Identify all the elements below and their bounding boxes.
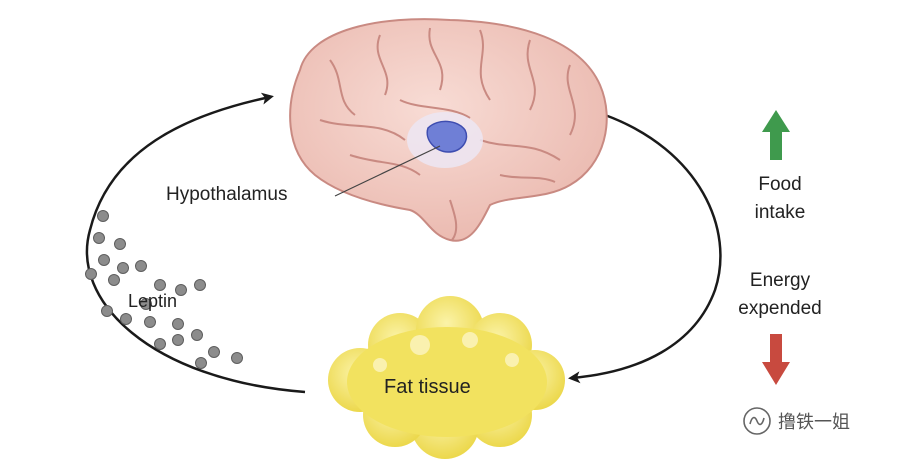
leptin-dot — [135, 260, 147, 272]
leptin-dot — [140, 298, 152, 310]
food-intake-line-2: intake — [754, 202, 806, 223]
leptin-dot — [85, 268, 97, 280]
food-intake-up-arrow — [762, 110, 790, 160]
fat-tissue-label: Fat tissue — [384, 376, 471, 398]
fat-tissue-illustration — [328, 296, 565, 459]
leptin-dot — [114, 238, 126, 250]
leptin-dot — [120, 313, 132, 325]
food-intake-label: Food intake — [730, 174, 830, 224]
leptin-dot — [101, 305, 113, 317]
leptin-dot — [97, 210, 109, 222]
leptin-dot — [93, 232, 105, 244]
energy-expended-line-2: expended — [738, 298, 822, 319]
wechat-channel-icon — [743, 407, 771, 435]
watermark-text: 撸铁一姐 — [778, 412, 850, 433]
leptin-dot — [231, 352, 243, 364]
energy-expended-line-1: Energy — [749, 270, 811, 291]
leptin-dot — [154, 338, 166, 350]
leptin-dot — [117, 262, 129, 274]
hypothalamus-label: Hypothalamus — [166, 184, 288, 205]
leptin-label: Leptin — [128, 291, 178, 311]
leptin-dot — [194, 279, 206, 291]
food-intake-line-1: Food — [758, 174, 802, 195]
leptin-dot — [172, 318, 184, 330]
leptin-dot — [191, 329, 203, 341]
leptin-molecules — [85, 210, 243, 369]
hypothalamus-region — [426, 120, 468, 153]
leptin-dot — [144, 316, 156, 328]
leptin-dot — [195, 357, 207, 369]
energy-expended-down-arrow — [762, 334, 790, 385]
energy-expended-label: Energy expended — [718, 270, 842, 320]
leptin-dot — [98, 254, 110, 266]
leptin-dot — [208, 346, 220, 358]
watermark: 撸铁一姐 — [742, 406, 850, 436]
arrow-fat-to-brain — [85, 92, 306, 394]
leptin-dot — [172, 334, 184, 346]
arrow-brain-to-fat — [568, 113, 722, 384]
brain-illustration — [289, 18, 608, 242]
leptin-dot — [108, 274, 120, 286]
leptin-dot — [154, 279, 166, 291]
hypothalamus-leader-line — [334, 145, 441, 197]
leptin-dot — [175, 284, 187, 296]
